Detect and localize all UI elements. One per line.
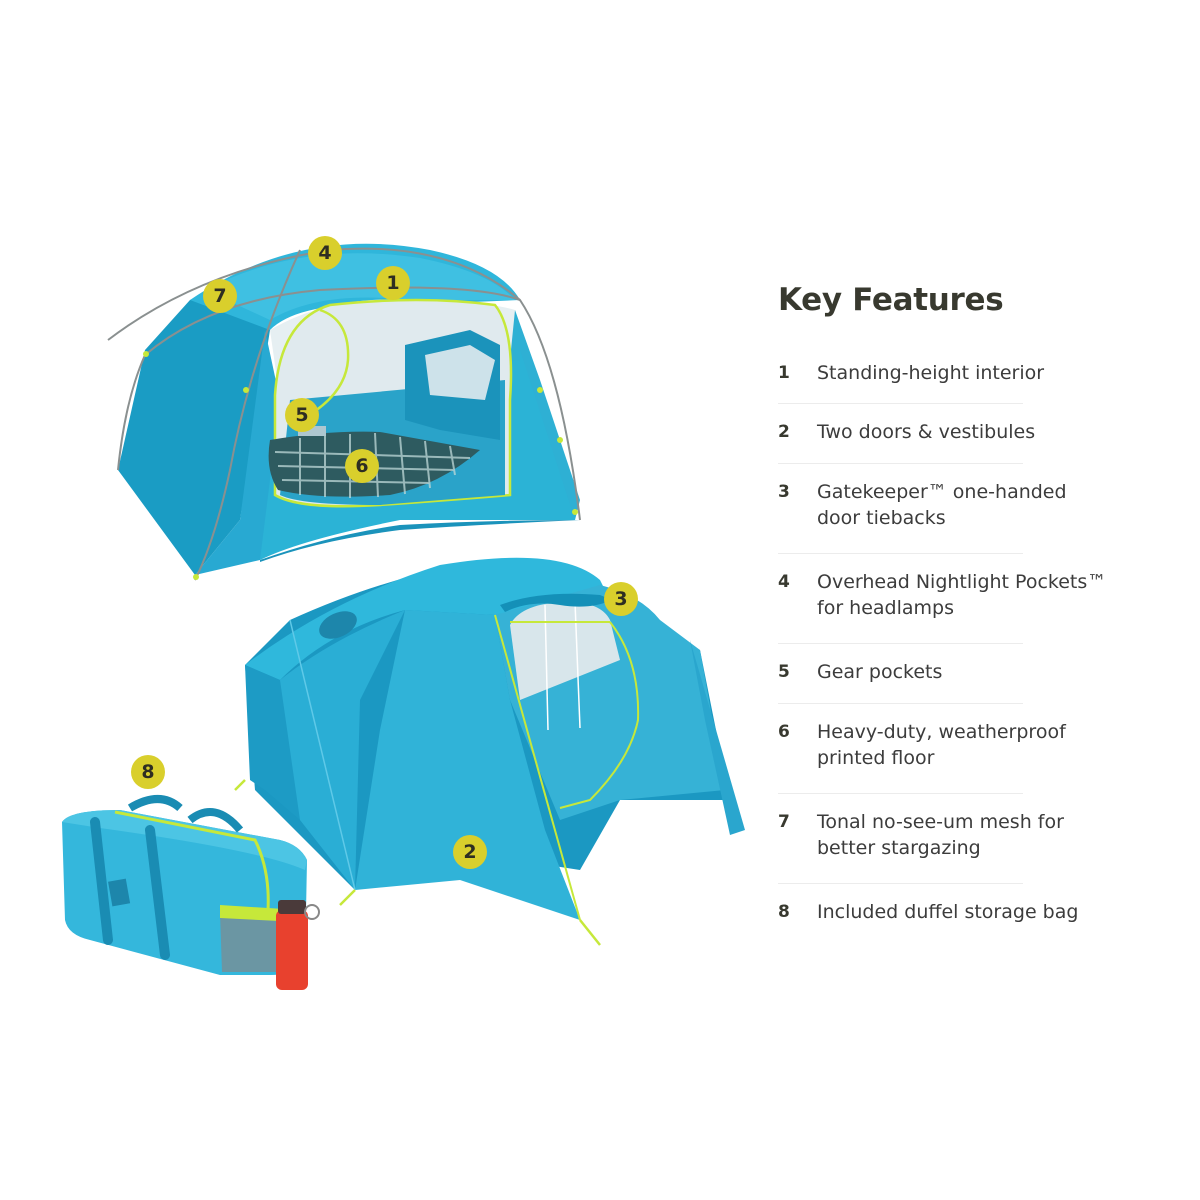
duffel-bag-illustration (62, 795, 320, 990)
feature-number: 5 (778, 662, 790, 682)
feature-item-4: 4 Overhead Nightlight Pockets™ for headl… (778, 554, 1106, 644)
feature-item-8: 8 Included duffel storage bag (778, 884, 1078, 943)
feature-item-2: 2 Two doors & vestibules (778, 404, 1035, 464)
feature-item-6: 6 Heavy-duty, weatherproof printed floor (778, 704, 1066, 794)
key-features-title: Key Features (778, 282, 1004, 318)
feature-text: Gear pockets (817, 661, 943, 683)
feature-number: 1 (778, 363, 790, 383)
feature-number: 7 (778, 812, 790, 832)
tent-exterior-illustration (234, 557, 745, 946)
callout-badge-1: 1 (376, 266, 410, 300)
feature-number: 6 (778, 722, 790, 742)
feature-text: Overhead Nightlight Pockets™ for headlam… (817, 571, 1107, 619)
feature-item-5: 5 Gear pockets (778, 644, 1023, 704)
feature-number: 3 (778, 482, 790, 502)
feature-text: Included duffel storage bag (817, 901, 1079, 923)
callout-badge-6: 6 (345, 449, 379, 483)
feature-item-3: 3 Gatekeeper™ one-handed door tiebacks (778, 464, 1067, 554)
feature-number: 4 (778, 572, 790, 592)
tent-interior-illustration (107, 243, 581, 581)
callout-badge-5: 5 (285, 398, 319, 432)
key-features-panel: Key Features 1 Standing-height interior … (778, 282, 1118, 943)
feature-text: Two doors & vestibules (817, 421, 1036, 443)
feature-text: Gatekeeper™ one-handed door tiebacks (817, 481, 1067, 529)
callout-badge-7: 7 (203, 279, 237, 313)
callout-badge-3: 3 (604, 582, 638, 616)
feature-number: 2 (778, 422, 790, 442)
callout-badge-4: 4 (308, 236, 342, 270)
feature-item-1: 1 Standing-height interior (778, 360, 1044, 404)
feature-text: Tonal no-see-um mesh for better stargazi… (817, 811, 1064, 859)
feature-text: Heavy-duty, weatherproof printed floor (817, 721, 1066, 769)
feature-item-7: 7 Tonal no-see-um mesh for better starga… (778, 794, 1064, 884)
callout-badge-2: 2 (453, 835, 487, 869)
feature-number: 8 (778, 902, 790, 922)
feature-text: Standing-height interior (817, 362, 1045, 384)
callout-badge-8: 8 (131, 755, 165, 789)
